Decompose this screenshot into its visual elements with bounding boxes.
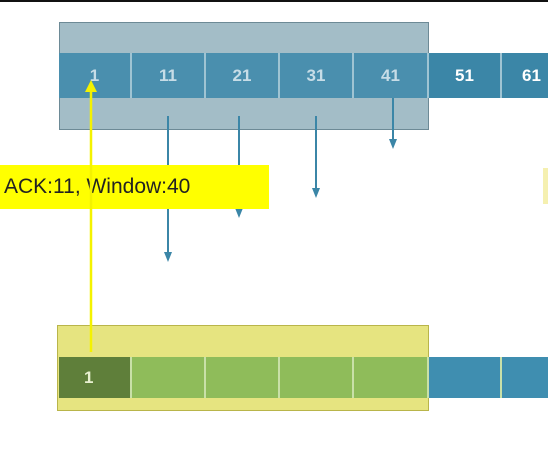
receiver-segment-3	[206, 357, 280, 398]
sender-segment-51: 51	[429, 53, 502, 98]
sender-segment-31: 31	[280, 53, 354, 98]
sender-segment-61: 61	[502, 53, 548, 98]
segment-label: 11	[159, 65, 177, 85]
segment-label: 1	[89, 65, 100, 85]
arrowhead	[235, 208, 243, 218]
receiver-segment-7	[502, 357, 548, 398]
sender-segment-11: 11	[132, 53, 206, 98]
ack-label-text: ACK:11, Window:40	[4, 175, 191, 198]
arrowhead	[164, 252, 172, 262]
segment-label: 51	[455, 65, 474, 85]
arrowhead	[389, 139, 397, 149]
segment-label: 41	[381, 65, 400, 85]
receiver-segment-5	[354, 357, 429, 398]
receiver-segment-1: 1	[59, 357, 132, 398]
ack-label: ACK:11, Window:40	[0, 165, 269, 209]
segment-label: 31	[306, 65, 326, 85]
receiver-segment-2	[132, 357, 206, 398]
arrowhead	[312, 188, 320, 198]
segment-label: 61	[522, 65, 541, 85]
segment-label: 1	[84, 367, 94, 387]
receiver-segment-4	[280, 357, 354, 398]
sender-segment-41: 41	[354, 53, 429, 98]
segment-label: 21	[232, 65, 252, 85]
ack-arrowhead	[85, 80, 97, 92]
sender-segment-21: 21	[206, 53, 280, 98]
receiver-segment-6	[429, 357, 502, 398]
offscreen-label-edge	[543, 168, 548, 204]
top-border	[0, 0, 548, 2]
